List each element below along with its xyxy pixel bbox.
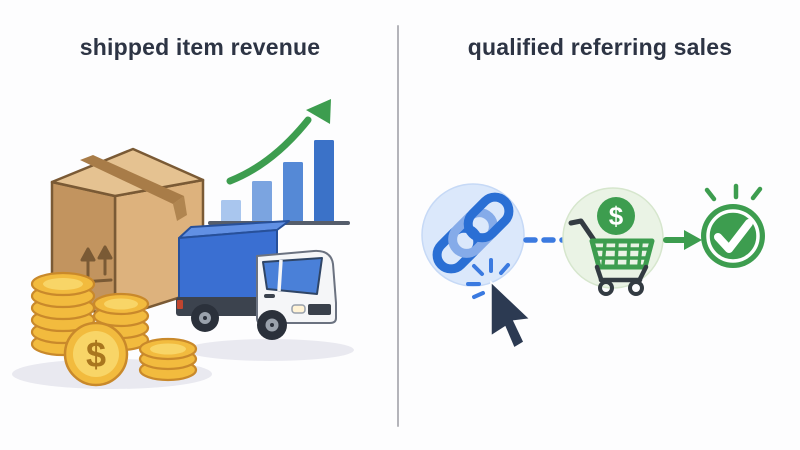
click-burst-icon <box>466 258 510 299</box>
hub-center <box>203 316 207 320</box>
shipped-revenue-illustration: $ <box>12 99 354 389</box>
truck-shadow <box>186 339 354 361</box>
checkmark-badge-icon <box>701 204 765 268</box>
small-coin-stack <box>138 337 198 382</box>
cart-basket-grid <box>595 242 650 266</box>
hub-center <box>270 323 274 327</box>
success-burst-icon <box>704 183 763 202</box>
right-panel: qualified referring sales <box>400 0 800 450</box>
dollar-badge-symbol: $ <box>609 201 624 231</box>
coin-highlight <box>43 278 83 290</box>
chain-link-right <box>463 192 514 243</box>
box-tape-flap <box>173 196 187 221</box>
bar-2 <box>252 181 272 222</box>
up-arrow-head <box>80 247 96 262</box>
this-way-up-icon <box>80 245 113 284</box>
windshield-pillar <box>277 259 283 292</box>
cart-wheel <box>628 280 644 296</box>
dollar-coin-icon: $ <box>63 321 129 387</box>
cart-leg <box>637 264 649 282</box>
growth-bar-chart <box>208 99 350 225</box>
growth-arrow-head <box>306 99 331 124</box>
grid-line <box>614 242 619 266</box>
truck-windshield <box>262 257 323 295</box>
checkmark <box>714 219 753 253</box>
arrow-head <box>684 230 702 250</box>
chain-link-icon <box>432 192 514 274</box>
shopping-cart-icon <box>568 218 655 296</box>
right-panel-title: qualified referring sales <box>467 34 733 60</box>
check-ring <box>706 209 760 263</box>
burst-ray <box>704 187 717 202</box>
truck-grille <box>308 304 331 315</box>
truck-door-handle <box>264 294 275 298</box>
left-panel: shipped item revenue <box>12 34 354 389</box>
referral-link-step <box>421 183 532 350</box>
qualified-check-step <box>663 183 765 268</box>
coin-highlight <box>150 343 186 355</box>
dollar-badge-icon: $ <box>597 197 635 235</box>
bar-chart-bars <box>221 140 334 222</box>
cart-purchase-step: $ <box>562 187 664 296</box>
coin-stacks-icon: $ <box>30 271 198 387</box>
bar-4 <box>314 140 334 222</box>
dollar-badge-circle <box>597 197 635 235</box>
tall-coin-stack <box>30 271 96 357</box>
bar-3 <box>283 162 303 222</box>
burst-ray <box>472 291 485 299</box>
bar-1 <box>221 200 241 222</box>
truck-rear-wheel <box>191 304 219 332</box>
chain-link-middle-highlight <box>448 208 498 258</box>
burst-ray <box>472 264 484 276</box>
cursor-icon <box>490 280 532 350</box>
burst-ray <box>750 186 763 201</box>
dollar-coin-face <box>73 331 119 377</box>
cart-leg <box>594 264 604 282</box>
coin-highlight <box>104 298 138 310</box>
truck-tail-light <box>177 300 183 309</box>
truck-headlight <box>291 304 306 314</box>
growth-arrow-curve <box>226 116 312 185</box>
cart-frame-legs <box>594 264 649 283</box>
left-panel-title: shipped item revenue <box>79 34 321 60</box>
truck-front-wheel <box>257 310 287 340</box>
cart-wheel <box>598 280 614 296</box>
cart-handle <box>568 218 597 243</box>
qualified-sales-illustration: $ <box>421 183 765 350</box>
grid-line <box>637 242 643 266</box>
grid-line <box>626 242 631 266</box>
up-arrow-head <box>97 245 113 260</box>
panel-divider <box>397 25 399 427</box>
check-circle <box>701 204 765 268</box>
delivery-truck-icon <box>176 220 337 340</box>
dollar-coin-symbol: $ <box>86 334 106 375</box>
grid-line <box>601 242 607 266</box>
box-tape <box>80 155 184 204</box>
burst-ray <box>499 263 510 275</box>
